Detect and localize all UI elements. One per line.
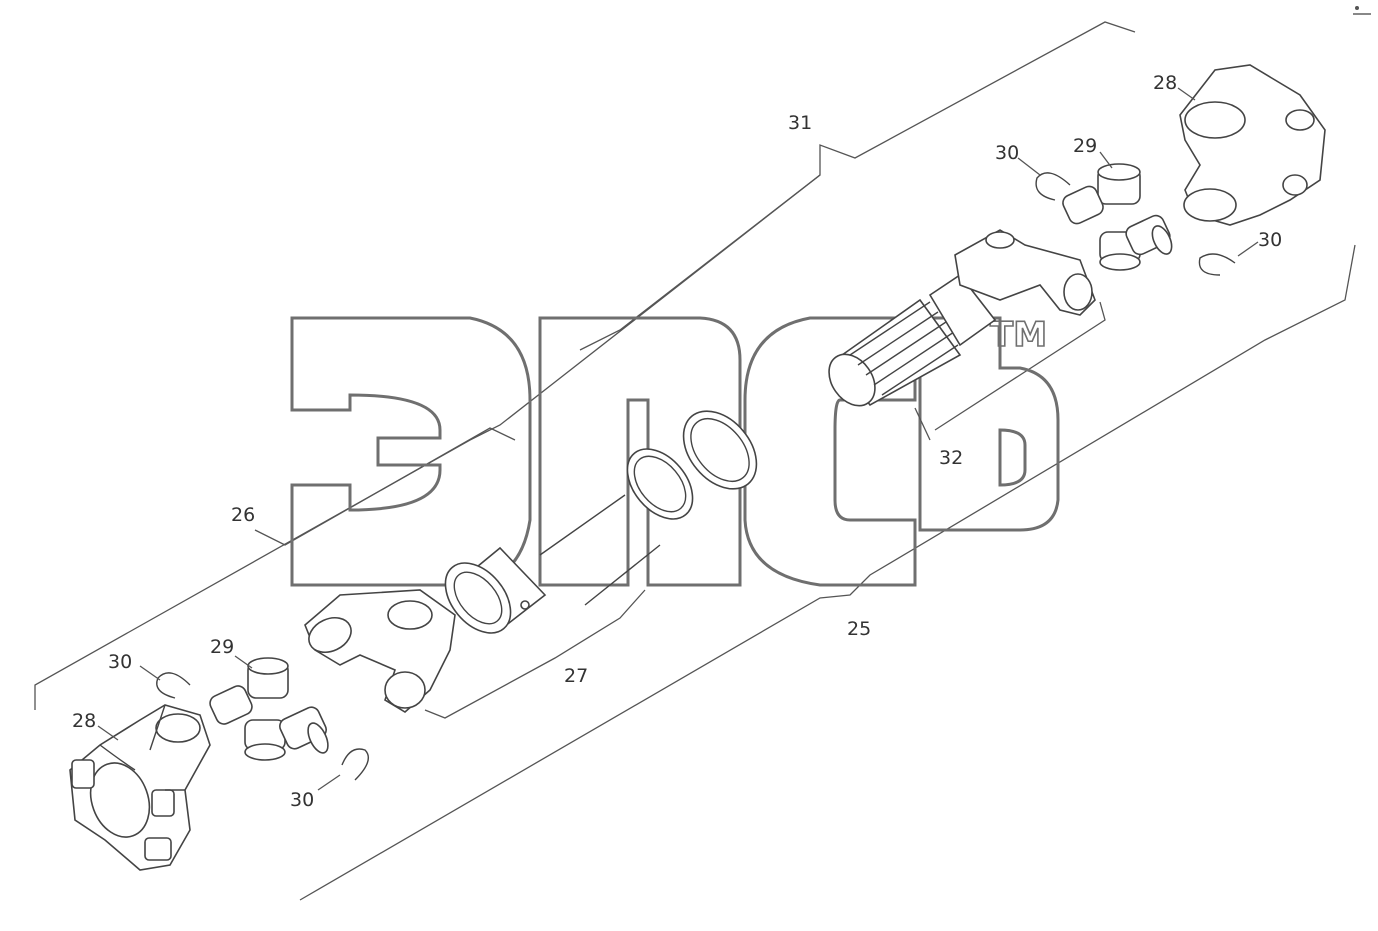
corner-mark-icon	[1353, 6, 1371, 15]
circlip-30-d	[1198, 253, 1236, 276]
bracket-31-inner	[579, 174, 821, 351]
watermark-letter-e	[290, 316, 532, 587]
bracket-26	[254, 427, 516, 546]
flange-yoke-28-right	[1179, 64, 1326, 226]
label-30-a: 30	[108, 651, 132, 673]
label-27: 27	[564, 665, 588, 687]
sleeve-27	[444, 546, 547, 634]
bracket-32	[934, 301, 1106, 431]
seal-rings	[626, 410, 758, 520]
label-30-c: 30	[995, 142, 1019, 164]
callout-labels: 31 26 27 25 32 28 28 29 29 30 30 30 30	[72, 72, 1282, 811]
splined-shaft-32	[828, 273, 997, 407]
watermark-letter-s	[743, 316, 917, 587]
trademark-sign: TM	[990, 315, 1047, 355]
shaft-yoke-25	[954, 229, 1096, 316]
leader-lines	[97, 87, 1259, 791]
cross-joint-29-right	[1062, 163, 1173, 271]
bracket-25-outline	[299, 244, 1356, 901]
watermark: TM	[290, 314, 1060, 587]
circlips-30	[156, 172, 1236, 781]
flange-yoke-28-left	[69, 704, 211, 871]
label-31: 31	[788, 112, 812, 134]
tube-segment	[539, 494, 661, 606]
label-30-d: 30	[1258, 229, 1282, 251]
bracket-27	[424, 589, 646, 719]
watermark-letter-b	[918, 316, 1060, 532]
label-28-left: 28	[72, 710, 96, 732]
watermark-letter-p	[538, 316, 742, 587]
label-26: 26	[231, 504, 255, 526]
slip-yoke-26	[304, 589, 456, 713]
bracket-31-outline	[34, 21, 1136, 710]
label-32: 32	[939, 447, 963, 469]
assembly-brackets	[34, 21, 1356, 901]
circlip-30-a	[156, 672, 191, 699]
label-29-left: 29	[210, 636, 234, 658]
label-30-b: 30	[290, 789, 314, 811]
label-29-right: 29	[1073, 135, 1097, 157]
label-25: 25	[847, 618, 871, 640]
cross-joint-29-left	[209, 657, 329, 761]
circlip-30-b	[341, 748, 369, 781]
label-28-right: 28	[1153, 72, 1177, 94]
circlip-30-c	[1035, 172, 1071, 201]
